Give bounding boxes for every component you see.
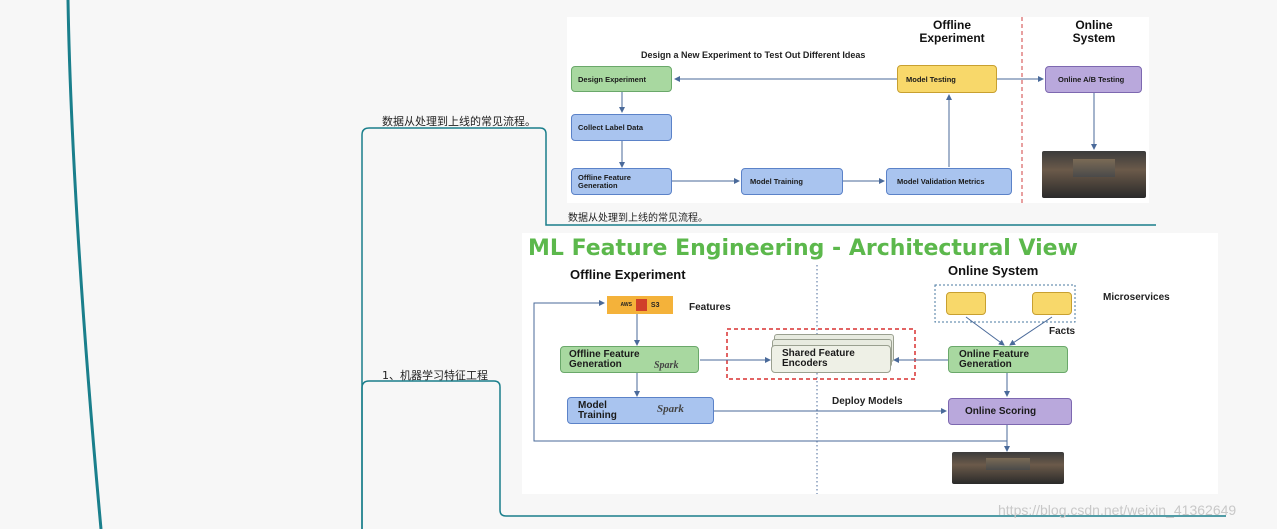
architecture-arrows [533, 265, 1076, 494]
offline-feature-generation-box: Offline Feature Generation [571, 168, 672, 195]
mindmap-node-a-label[interactable]: 数据从处理到上线的常见流程。 [382, 115, 536, 128]
arch-header-offline: Offline Experiment [570, 267, 686, 282]
workflow-subtitle: Design a New Experiment to Test Out Diff… [641, 50, 866, 60]
online-feature-generation-box: Online Feature Generation [948, 346, 1068, 373]
online-ab-testing-box: Online A/B Testing [1045, 66, 1142, 93]
audience-photo-2 [952, 452, 1064, 484]
architecture-title: ML Feature Engineering - Architectural V… [528, 236, 1078, 261]
architecture-image: ML Feature Engineering - Architectural V… [522, 233, 1218, 494]
features-label: Features [689, 302, 731, 313]
model-validation-metrics-box: Model Validation Metrics [886, 168, 1012, 195]
collect-label-data-box: Collect Label Data [571, 114, 672, 141]
microservices-label: Microservices [1103, 292, 1170, 303]
spark-logo-1: Spark [654, 360, 679, 371]
mindmap-trunk [66, 0, 103, 529]
microservice-box-1 [946, 292, 986, 315]
facts-label: Facts [1049, 326, 1076, 337]
aws-label: AWS [620, 302, 632, 308]
s3-cube-icon [635, 299, 647, 311]
workflow-arrows [619, 17, 1097, 203]
offline-feature-generation-box: Offline Feature Generation [560, 346, 699, 373]
mindmap-branch-a [361, 127, 1156, 529]
shared-feature-encoders-box: Shared Feature Encoders [771, 345, 891, 373]
mindmap-node-b-label[interactable]: 1、机器学习特征工程 [382, 369, 488, 382]
model-training-box: Model Training [567, 397, 714, 424]
microservice-box-2 [1032, 292, 1072, 315]
workflow-image: Offline Experiment Online System Design … [567, 17, 1149, 203]
model-training-box: Model Training [741, 168, 843, 195]
workflow-image-caption: 数据从处理到上线的常见流程。 [568, 213, 708, 224]
s3-bucket-icon: AWS S3 [607, 296, 673, 314]
deploy-models-label: Deploy Models [832, 396, 903, 407]
design-experiment-box: Design Experiment [571, 66, 672, 92]
audience-photo [1042, 151, 1146, 198]
workflow-header-offline: Offline Experiment [919, 18, 985, 45]
watermark-text: https://blog.csdn.net/weixin_41362649 [998, 502, 1237, 518]
spark-logo-2: Spark [657, 403, 684, 415]
model-testing-box: Model Testing [897, 65, 997, 93]
mindmap-branch-b [361, 380, 1226, 529]
s3-label: S3 [650, 301, 660, 309]
arch-header-online: Online System [948, 263, 1039, 278]
online-scoring-box: Online Scoring [948, 398, 1072, 425]
workflow-header-online: Online System [1072, 18, 1116, 45]
